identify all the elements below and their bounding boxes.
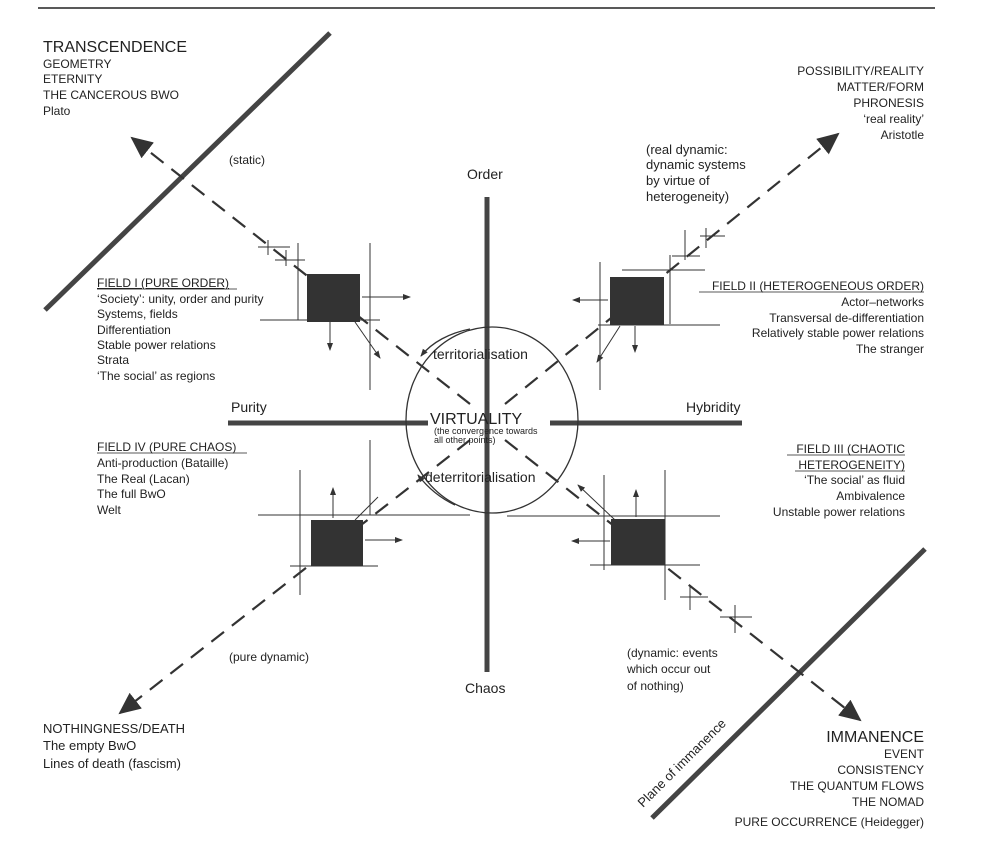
axis-label-chaos: Chaos [465,680,505,696]
diagonal-to-immanence [504,439,862,722]
immanence-line-5: PURE OCCURRENCE (Heidegger) [735,815,924,829]
field4-item-4: Welt [97,503,121,517]
immanence-line-4: THE NOMAD [852,795,924,809]
field4-item-1: Anti-production (Bataille) [97,456,228,470]
field4-item-3: The full BwO [97,487,166,501]
field2-item-4: The stranger [856,342,924,356]
transcendence-plane [43,31,332,312]
possibility-line-2: MATTER/FORM [837,80,924,94]
field4-item-2: The Real (Lacan) [97,472,190,486]
field1-item-2: Systems, fields [97,307,178,321]
field1-item-5: Strata [97,353,129,367]
transcendence-line-3: THE CANCEROUS BWO [43,88,179,102]
field3-heading-1: FIELD III (CHAOTIC [796,442,905,456]
field2-item-2: Transversal de-differentiation [769,311,924,325]
transcendence-line-2: ETERNITY [43,72,102,86]
field3-square [611,519,665,565]
field1-item-1: ‘Society’: unity, order and purity [97,292,264,306]
field2-heading: FIELD II (HETEROGENEOUS ORDER) [712,279,924,293]
territorialisation-arc-arrow [420,328,471,357]
field2-square [610,277,664,325]
note-pure-dynamic: (pure dynamic) [229,650,309,664]
axis-label-purity: Purity [231,399,267,415]
field3-cluster [507,470,752,633]
note-dynamic-events-2: which occur out [626,662,711,676]
possibility-line-5: Aristotle [881,128,925,142]
plane-of-immanence-label: Plane of immanence [635,716,729,810]
field4-cluster [258,440,470,595]
field3-item-2: Ambivalence [836,489,905,503]
territorialisation-label: territorialisation [433,346,528,362]
note-dynamic-events-3: of nothing) [627,679,684,693]
field1-item-6: ‘The social’ as regions [97,369,215,383]
immanence-line-3: THE QUANTUM FLOWS [790,779,924,793]
field3-item-1: ‘The social’ as fluid [804,473,905,487]
field3-heading-2: HETEROGENEITY) [798,458,905,472]
field2-item-3: Relatively stable power relations [752,326,924,340]
possibility-line-1: POSSIBILITY/REALITY [797,64,924,78]
diagonal-to-possibility [504,132,840,405]
field4-square [311,520,363,566]
possibility-line-3: PHRONESIS [853,96,924,110]
virtuality-circle [405,326,579,514]
virtuality-subtitle-2: all other points) [434,435,496,445]
transcendence-title: TRANSCENDENCE [43,39,187,56]
immanence-line-1: EVENT [884,747,925,761]
virtuality-title: VIRTUALITY [430,411,523,428]
diagonal-to-nothingness [118,439,471,715]
nothingness-line-2: Lines of death (fascism) [43,756,181,771]
immanence-plane [650,547,927,820]
virtuality-subtitle-1: (the convergence towards [434,426,538,436]
axis-label-order: Order [467,166,503,182]
field1-item-4: Stable power relations [97,338,216,352]
field2-cluster [572,228,725,390]
possibility-line-4: ‘real reality’ [863,112,924,126]
note-dynamic-events-1: (dynamic: events [627,646,718,660]
field3-item-3: Unstable power relations [773,505,905,519]
field2-item-1: Actor–networks [841,295,924,309]
axis-label-hybridity: Hybridity [686,399,740,415]
field4-heading: FIELD IV (PURE CHAOS) [97,440,236,454]
diagonal-to-transcendence [130,136,471,405]
note-real-dynamic-1: (real dynamic: [646,142,728,157]
field1-item-3: Differentiation [97,323,171,337]
deterritorialisation-label: deterritorialisation [425,469,536,485]
note-real-dynamic-3: by virtue of [646,173,710,188]
nothingness-title: NOTHINGNESS/DEATH [43,721,185,736]
transcendence-line-4: Plato [43,104,71,118]
immanence-title: IMMANENCE [826,729,924,746]
field1-square [307,274,360,322]
transcendence-line-1: GEOMETRY [43,57,111,71]
note-real-dynamic-4: heterogeneity) [646,189,729,204]
field1-cluster [258,240,411,390]
nothingness-line-1: The empty BwO [43,738,136,753]
field1-heading: FIELD I (PURE ORDER) [97,276,229,290]
immanence-line-2: CONSISTENCY [837,763,924,777]
note-static: (static) [229,153,265,167]
note-real-dynamic-2: dynamic systems [646,157,746,172]
